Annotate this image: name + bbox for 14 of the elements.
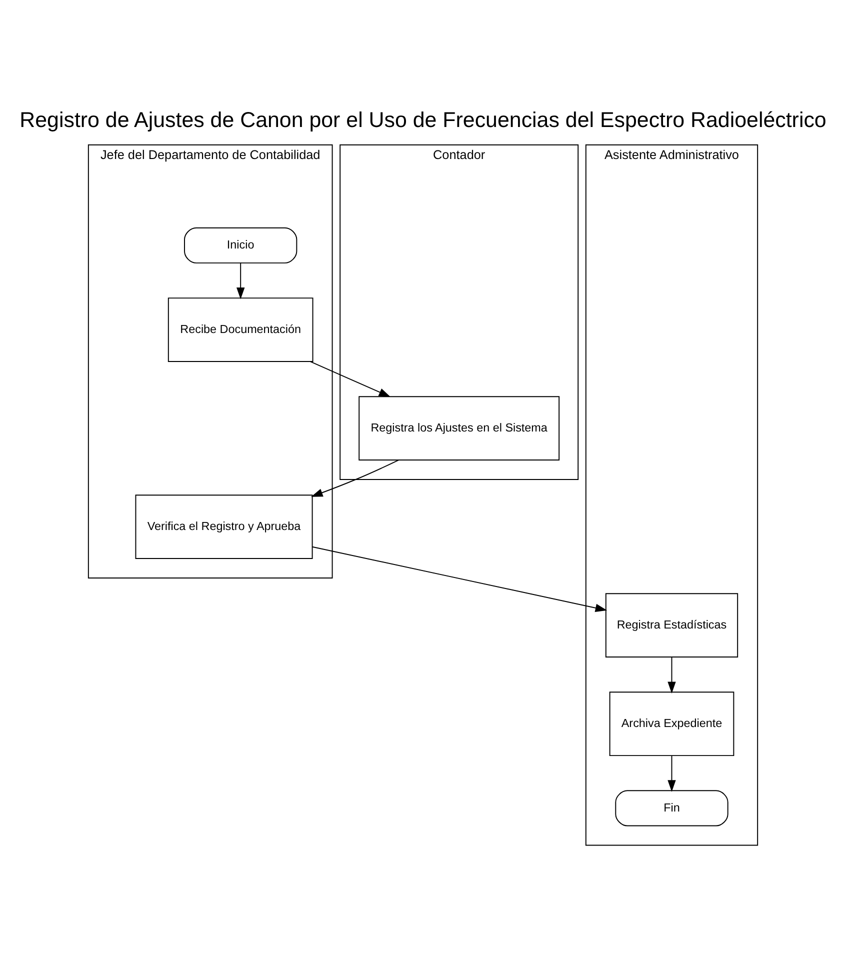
node-box: Recibe Documentación [168,298,314,362]
node-box: Verifica el Registro y Aprueba [135,494,313,559]
arrow [312,546,608,612]
node-box: Inicio [184,227,298,264]
arrow [311,460,400,497]
node-box: Registra los Ajustes en el Sistema [358,396,560,460]
arrow [668,756,676,792]
arrow [668,656,676,694]
arrow [236,262,245,300]
node-box: Fin [615,790,728,826]
node-box: Archiva Expediente [609,692,734,756]
arrow [310,361,391,398]
node-box: Registra Estadísticas [605,593,738,658]
diagram-title: Registro de Ajustes de Canon por el Uso de Frecuencias del Espectro Radioeléctrico [20,108,826,132]
